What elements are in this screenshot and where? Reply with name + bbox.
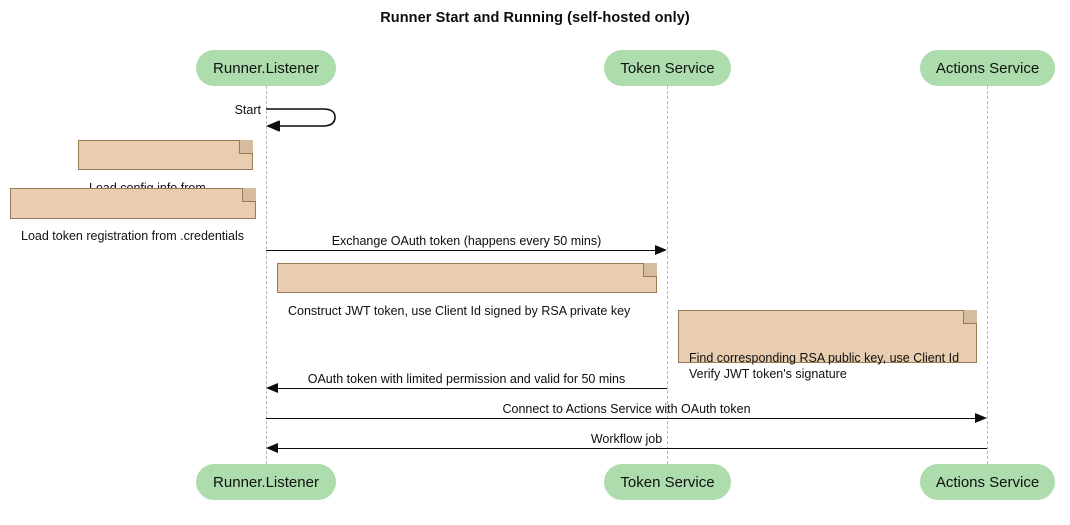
participant-label: Runner.Listener	[213, 59, 319, 77]
note-construct-jwt: Construct JWT token, use Client Id signe…	[277, 263, 657, 318]
message-label-connect-actions-service: Connect to Actions Service with OAuth to…	[502, 402, 751, 416]
message-line-oauth-token-reply	[278, 388, 667, 389]
arrowhead-right-icon	[655, 244, 667, 255]
arrowhead-left-icon	[266, 382, 278, 393]
arrowhead-left-icon	[266, 442, 278, 453]
lifeline-runner-listener	[266, 86, 267, 464]
note-fold-corner-icon	[643, 263, 657, 277]
participant-token-service-top[interactable]: Token Service	[604, 50, 731, 86]
participant-runner-listener-top[interactable]: Runner.Listener	[196, 50, 336, 86]
note-text: Load token registration from .credential…	[21, 229, 245, 243]
self-message-start	[263, 103, 343, 135]
note-text: Construct JWT token, use Client Id signe…	[288, 304, 631, 318]
note-fold-corner-icon	[239, 140, 253, 154]
note-fold-corner-icon	[242, 188, 256, 202]
note-text: Find corresponding RSA public key, use C…	[689, 351, 960, 381]
note-verify-jwt: Find corresponding RSA public key, use C…	[678, 310, 977, 381]
message-line-workflow-job	[278, 448, 987, 449]
participant-label: Actions Service	[935, 473, 1040, 491]
participant-label: Actions Service	[935, 59, 1040, 77]
note-load-config: Load config info from .runner	[78, 140, 253, 211]
participant-label: Token Service	[620, 59, 715, 77]
message-line-exchange-oauth-token	[266, 250, 656, 251]
participant-label: Token Service	[620, 473, 715, 491]
note-fold-corner-icon	[963, 310, 977, 324]
participant-token-service-bottom[interactable]: Token Service	[604, 464, 731, 500]
message-label-oauth-token-reply: OAuth token with limited permission and …	[307, 372, 626, 386]
note-load-token-registration: Load token registration from .credential…	[10, 188, 256, 243]
participant-actions-service-bottom[interactable]: Actions Service	[920, 464, 1055, 500]
message-label-workflow-job: Workflow job	[590, 432, 663, 446]
arrowhead-right-icon	[975, 412, 987, 423]
lifeline-actions-service	[987, 86, 988, 464]
message-label-exchange-oauth-token: Exchange OAuth token (happens every 50 m…	[331, 234, 602, 248]
page-title: Runner Start and Running (self-hosted on…	[380, 10, 690, 26]
participant-actions-service-top[interactable]: Actions Service	[920, 50, 1055, 86]
participant-label: Runner.Listener	[213, 473, 319, 491]
message-line-connect-actions-service	[266, 418, 976, 419]
participant-runner-listener-bottom[interactable]: Runner.Listener	[196, 464, 336, 500]
lifeline-token-service	[667, 86, 668, 464]
message-label-start: Start	[234, 103, 261, 117]
